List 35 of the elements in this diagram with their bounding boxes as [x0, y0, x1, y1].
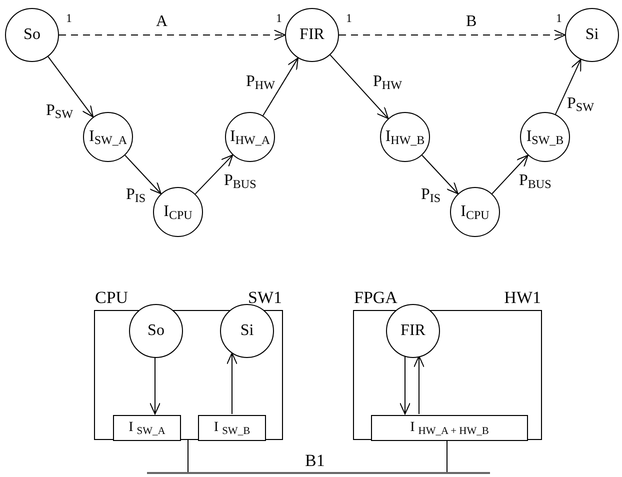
arrow: [554, 59, 582, 115]
edge-label: P$_{HW}$: [245, 74, 276, 90]
bus-connector: [446, 440, 448, 472]
multiplicity-label: 1: [276, 12, 282, 24]
edge-label: P$_{IS}$: [125, 187, 147, 203]
arrow: [150, 356, 160, 414]
edge-label: P$_{HW}$: [372, 74, 403, 90]
interface-box: I $_{SW_A}$: [113, 415, 181, 441]
resource-heading: CPU: [95, 289, 128, 306]
arrow: [194, 154, 234, 194]
resource-heading: SW1: [248, 289, 282, 306]
interface-box: I $_{HW_A + HW_B}$: [371, 415, 528, 441]
edge-label: P$_{BUS}$: [518, 173, 552, 189]
arrow: [124, 154, 162, 194]
dashed-arrow: [338, 30, 566, 40]
resource-heading: HW1: [504, 289, 541, 306]
arrow: [226, 352, 238, 414]
arrow: [48, 56, 94, 118]
arrow: [492, 154, 528, 194]
arrow: [330, 54, 389, 120]
multiplicity-label: 1: [346, 12, 352, 24]
arrow: [262, 58, 298, 116]
arrow: [414, 356, 424, 414]
arrow: [400, 356, 410, 414]
edge-label: P$_{SW}$: [45, 103, 74, 119]
multiplicity-label: 1: [66, 12, 72, 24]
dashed-arrow: [58, 30, 286, 40]
multiplicity-label: 1: [556, 12, 562, 24]
arrow: [422, 154, 458, 194]
bus-label: B1: [305, 452, 325, 469]
edge-label: P$_{IS}$: [420, 187, 442, 203]
edge-label: P$_{BUS}$: [223, 173, 258, 189]
interface-box: I $_{SW_B}$: [198, 415, 266, 441]
resource-heading: FPGA: [354, 289, 398, 306]
edge-label: P$_{SW}$: [566, 96, 595, 112]
